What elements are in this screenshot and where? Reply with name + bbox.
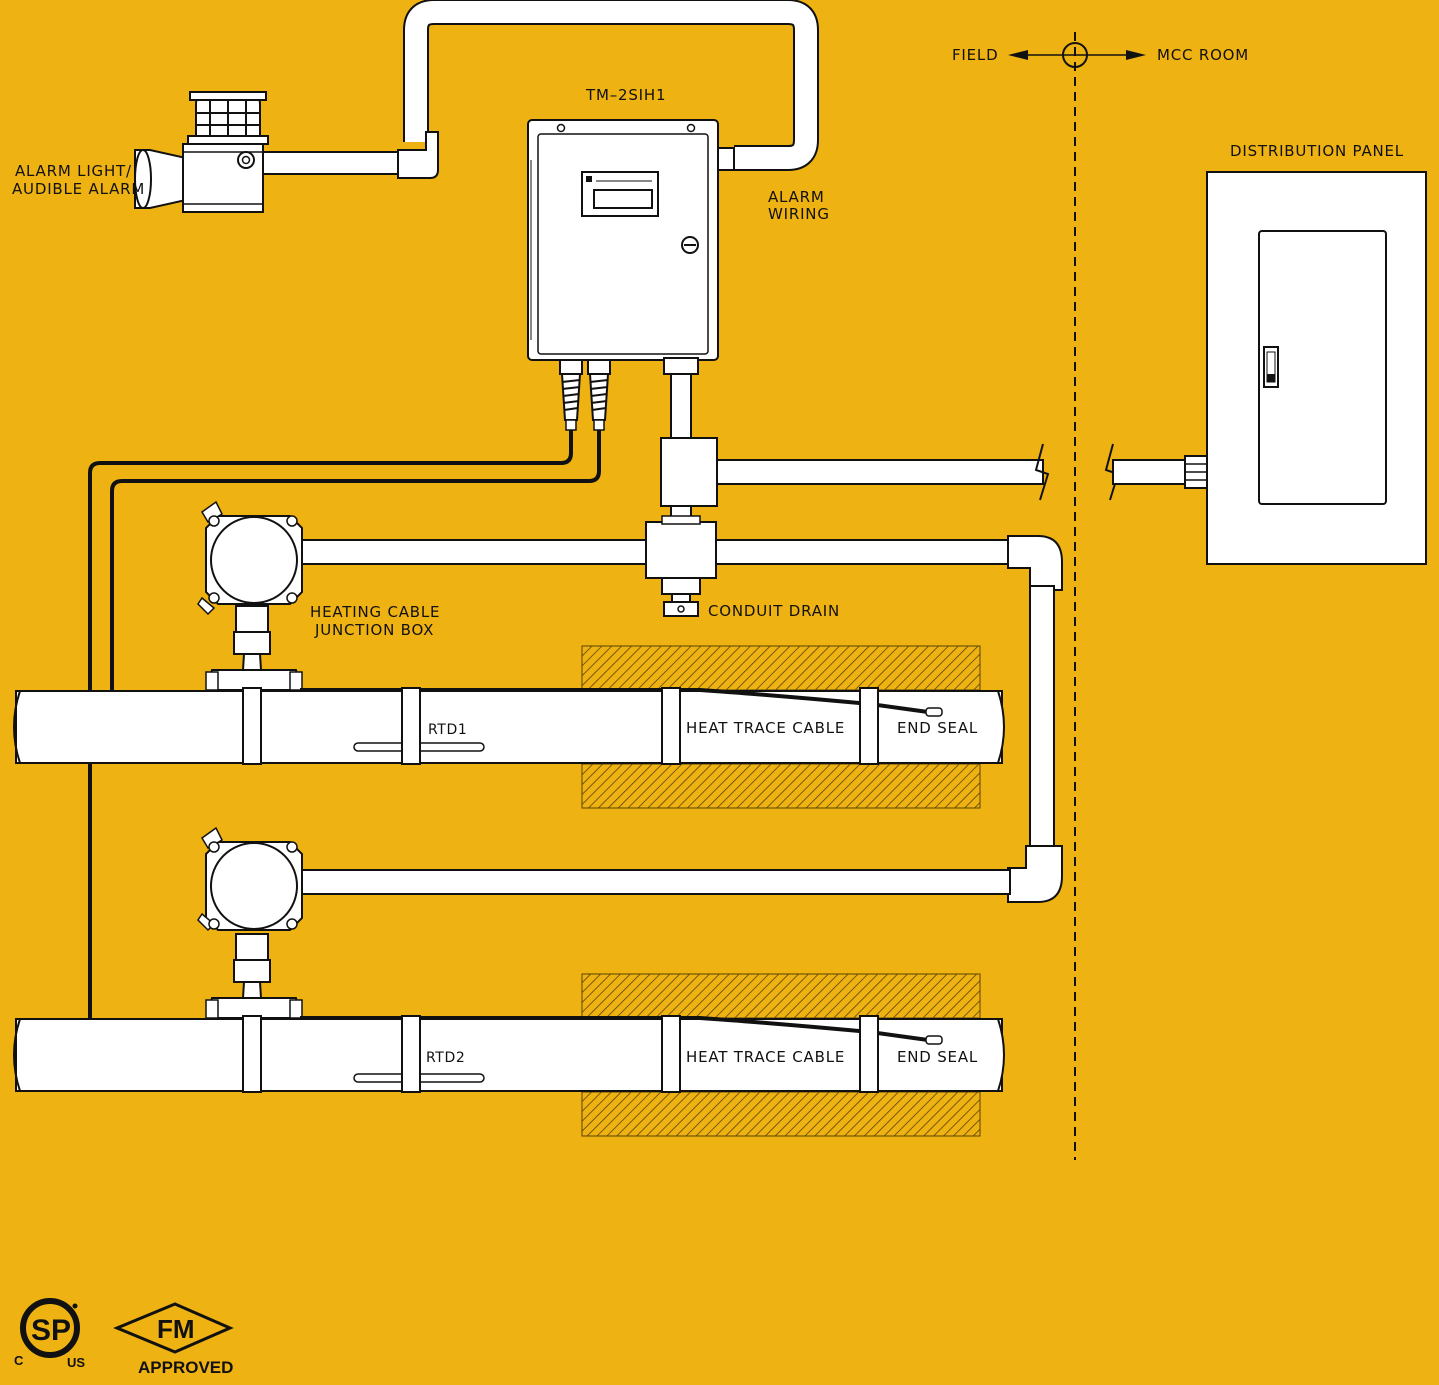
junction-box-2 — [197, 826, 303, 1019]
heat-trace-cable-1 — [300, 688, 943, 717]
csa-c: C — [14, 1353, 24, 1368]
csa-us: US — [67, 1355, 85, 1370]
end-seal-1-label: END SEAL — [897, 719, 978, 737]
alarm-device-label-line1: ALARM LIGHT/ — [15, 162, 132, 180]
heat-trace-cable-1-label: HEAT TRACE CABLE — [686, 719, 845, 737]
end-seal-2-label: END SEAL — [897, 1048, 978, 1066]
pipe-2-straps — [242, 1015, 879, 1093]
fm-mark: FM — [157, 1314, 195, 1344]
pipe-2 — [13, 973, 1005, 1137]
pipe-1-straps — [242, 687, 879, 765]
junction-conduit — [301, 535, 1063, 903]
csa-logo: SP C US — [14, 1298, 85, 1370]
distribution-panel-label: DISTRIBUTION PANEL — [1230, 142, 1404, 160]
alarm-wiring-label-line2: WIRING — [768, 205, 830, 223]
power-conduit — [645, 357, 1044, 617]
conduit-break-marks — [1034, 443, 1208, 501]
alarm-conduit — [261, 0, 819, 179]
controller-enclosure — [527, 119, 735, 361]
mcc-room-label: MCC ROOM — [1157, 46, 1249, 64]
rtd1-label: RTD1 — [428, 722, 467, 738]
field-label: FIELD — [952, 46, 998, 64]
field-mcc-divider — [1008, 32, 1146, 1160]
conduit-drain-label: CONDUIT DRAIN — [708, 602, 840, 620]
fm-approved-logo: FM APPROVED — [113, 1302, 234, 1377]
heat-trace-cable-2 — [300, 1016, 943, 1045]
rtd-cable-glands — [559, 359, 611, 431]
junction-box-label-line2: JUNCTION BOX — [314, 621, 434, 639]
alarm-device-label-line2: AUDIBLE ALARM — [12, 180, 145, 198]
heat-trace-cable-2-label: HEAT TRACE CABLE — [686, 1048, 845, 1066]
alarm-light-icon — [134, 91, 269, 213]
rtd2-label: RTD2 — [426, 1050, 465, 1066]
distribution-panel — [1206, 171, 1427, 565]
fm-caption: APPROVED — [138, 1358, 233, 1377]
junction-box-label-line1: HEATING CABLE — [310, 603, 440, 621]
alarm-wiring-label-line1: ALARM — [768, 188, 825, 206]
csa-mark: SP — [31, 1314, 71, 1347]
controller-model-label: TM–2SIH1 — [585, 86, 666, 104]
junction-box-1 — [197, 500, 303, 691]
pipe-1 — [13, 645, 1005, 809]
